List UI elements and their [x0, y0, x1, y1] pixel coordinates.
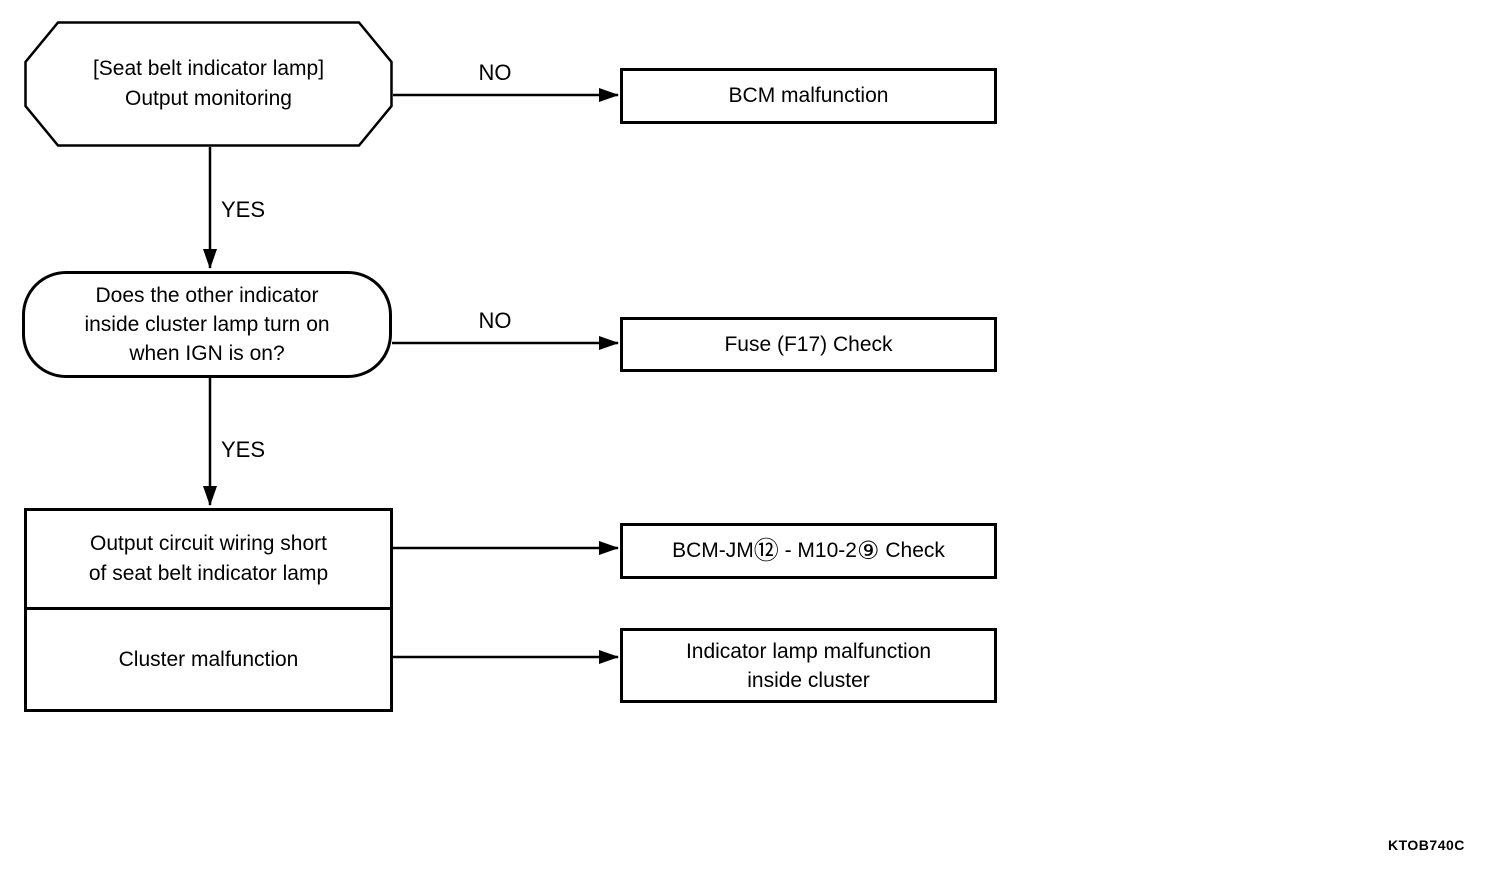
- result-lamp-malfunction: Indicator lamp malfunction inside cluste…: [620, 628, 997, 703]
- start-node-label: [Seat belt indicator lamp] Output monito…: [92, 57, 325, 110]
- cause-cluster-label: Cluster malfunction: [118, 647, 299, 671]
- question-node-label: Does the other indicator inside cluster …: [84, 284, 330, 365]
- connector-text-part2: - M10-2: [778, 539, 857, 562]
- result-lamp-label: Indicator lamp malfunction inside cluste…: [685, 639, 932, 692]
- edge-label-no-mid: NO: [478, 308, 512, 333]
- circled-9-icon: ⑨: [856, 537, 880, 565]
- cause-short-cell: Output circuit wiring short of seat belt…: [27, 511, 390, 610]
- cause-node: Output circuit wiring short of seat belt…: [24, 508, 393, 712]
- result-bcm-label: BCM malfunction: [728, 84, 889, 107]
- connector-text-part1: BCM-JM: [672, 539, 754, 562]
- figure-code: KTOB740C: [1388, 837, 1465, 853]
- edge-label-yes-top: YES: [221, 197, 266, 222]
- octagon-shape: [24, 21, 393, 147]
- cause-short-label: Output circuit wiring short of seat belt…: [88, 532, 329, 585]
- result-bcm-malfunction: BCM malfunction: [620, 68, 997, 124]
- result-fuse-check: Fuse (F17) Check: [620, 317, 997, 372]
- circled-12-icon: ⑫: [753, 537, 779, 565]
- cause-cluster-cell: Cluster malfunction: [27, 610, 390, 709]
- question-node: Does the other indicator inside cluster …: [22, 271, 392, 378]
- result-fuse-label: Fuse (F17) Check: [724, 332, 893, 356]
- edge-label-yes-mid: YES: [221, 437, 266, 462]
- edge-label-no-top: NO: [478, 60, 512, 85]
- start-node: [Seat belt indicator lamp] Output monito…: [24, 21, 393, 147]
- connector-text-part3: Check: [885, 539, 945, 562]
